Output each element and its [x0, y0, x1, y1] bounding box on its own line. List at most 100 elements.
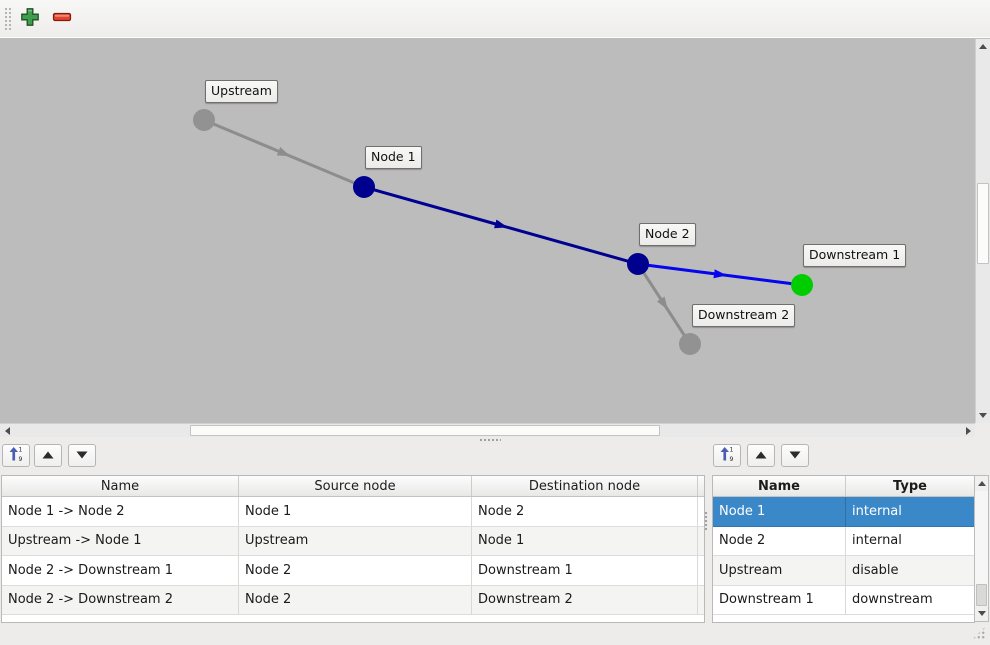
- column-header[interactable]: Name: [713, 476, 846, 496]
- table-cell: Node 2 -> Downstream 1: [2, 556, 239, 585]
- sort-ascending-icon: 1 9: [719, 446, 735, 466]
- column-header[interactable]: Source node: [239, 476, 472, 496]
- triangle-down-icon: [979, 413, 987, 418]
- table-cell: disable: [852, 562, 899, 578]
- table-cell: Downstream 2: [472, 585, 698, 614]
- table-empty-space: [713, 615, 974, 622]
- table-cell: Node 1: [472, 526, 698, 555]
- node-node2[interactable]: [627, 253, 649, 275]
- table-row[interactable]: Node 2 internal: [713, 526, 974, 556]
- node-node1[interactable]: [353, 176, 375, 198]
- triangle-right-icon: [965, 426, 971, 435]
- scroll-up-button[interactable]: [976, 39, 990, 54]
- graph-svg: [193, 109, 813, 355]
- sort-ascending-icon: 1 9: [8, 446, 24, 466]
- node-label-downstream2[interactable]: Downstream 2: [692, 304, 796, 327]
- table-cell-filler: [698, 497, 704, 526]
- scroll-left-button[interactable]: [0, 424, 14, 437]
- column-header[interactable]: Name: [2, 476, 239, 496]
- node-label-node1[interactable]: Node 1: [365, 146, 422, 169]
- nodes-move-down-button[interactable]: [781, 444, 809, 467]
- node-upstream[interactable]: [193, 109, 215, 131]
- table-cell: Node 1 -> Node 2: [2, 497, 239, 526]
- table-cell: Node 2: [472, 497, 698, 526]
- minus-icon: [52, 7, 72, 31]
- edge-upstream-node1[interactable]: [203, 118, 365, 189]
- canvas-vscrollbar[interactable]: [975, 39, 990, 423]
- svg-text:9: 9: [19, 456, 23, 462]
- toolbar-grip[interactable]: [4, 7, 12, 31]
- column-header[interactable]: Destination node: [472, 476, 698, 496]
- column-header[interactable]: Type: [893, 478, 927, 494]
- vertical-splitter-grip[interactable]: [704, 511, 709, 531]
- edge-node1-node2[interactable]: [363, 185, 639, 266]
- node-downstream1[interactable]: [791, 274, 813, 296]
- nodes-move-up-button[interactable]: [747, 444, 775, 467]
- table-cell-filler: [698, 586, 704, 615]
- table-cell: Upstream: [713, 556, 846, 585]
- table-cell-filler: [698, 527, 704, 556]
- table-cell-filler: [698, 556, 704, 585]
- table-cell: Node 1: [239, 497, 472, 526]
- table-cell: Node 2: [713, 526, 846, 555]
- column-header-filler: [698, 476, 704, 496]
- triangle-up-icon: [755, 448, 767, 463]
- node-downstream2[interactable]: [679, 333, 701, 355]
- table-cell: Upstream -> Node 1: [2, 526, 239, 555]
- node-label-downstream1[interactable]: Downstream 1: [803, 244, 907, 267]
- table-row[interactable]: Upstream disable: [713, 556, 974, 586]
- scroll-right-button[interactable]: [961, 424, 975, 437]
- edge-node2-downstream1[interactable]: [637, 262, 803, 287]
- remove-button[interactable]: [49, 6, 75, 32]
- triangle-down-icon: [76, 448, 88, 463]
- edges-sort-button[interactable]: 1 9: [2, 444, 30, 467]
- hscroll-thumb[interactable]: [190, 425, 660, 436]
- main-toolbar: [0, 0, 990, 39]
- edges-move-up-button[interactable]: [34, 444, 62, 467]
- table-cell: Downstream 1: [713, 585, 846, 614]
- window-resize-grip[interactable]: [972, 626, 986, 640]
- add-button[interactable]: [17, 6, 43, 32]
- table-cell: Downstream 1: [472, 556, 698, 585]
- triangle-down-icon: [789, 448, 801, 463]
- edges-move-down-button[interactable]: [68, 444, 96, 467]
- vscroll-thumb[interactable]: [976, 584, 987, 606]
- edge-node2-downstream2[interactable]: [636, 263, 692, 345]
- table-empty-space: [2, 615, 704, 622]
- table-cell: Upstream: [239, 526, 472, 555]
- svg-text:9: 9: [730, 456, 734, 462]
- nodes-sort-button[interactable]: 1 9: [713, 444, 741, 467]
- scroll-up-button[interactable]: [975, 476, 988, 491]
- plus-icon: [20, 7, 40, 31]
- table-cell: Node 2 -> Downstream 2: [2, 585, 239, 614]
- canvas-hscrollbar[interactable]: [0, 423, 975, 437]
- horizontal-splitter-grip[interactable]: [479, 438, 501, 443]
- scroll-down-button[interactable]: [976, 408, 990, 423]
- triangle-up-icon: [42, 448, 54, 463]
- scrollbar-corner: [975, 423, 990, 437]
- table-row[interactable]: Downstream 1 downstream: [713, 585, 974, 615]
- table-cell: downstream: [852, 592, 933, 608]
- table-header-row: Name Type: [713, 476, 974, 497]
- scroll-down-button[interactable]: [975, 606, 988, 621]
- triangle-left-icon: [4, 426, 10, 435]
- table-cell: Node 2: [239, 585, 472, 614]
- node-label-node2[interactable]: Node 2: [639, 223, 696, 246]
- triangle-up-icon: [977, 481, 986, 486]
- nodes-vscrollbar[interactable]: [974, 475, 989, 622]
- table-cell: internal: [852, 533, 902, 549]
- table-cell: Node 1: [713, 497, 846, 526]
- vscroll-thumb[interactable]: [977, 183, 989, 264]
- triangle-up-icon: [979, 44, 987, 49]
- triangle-down-icon: [977, 611, 986, 616]
- node-label-upstream[interactable]: Upstream: [205, 80, 278, 103]
